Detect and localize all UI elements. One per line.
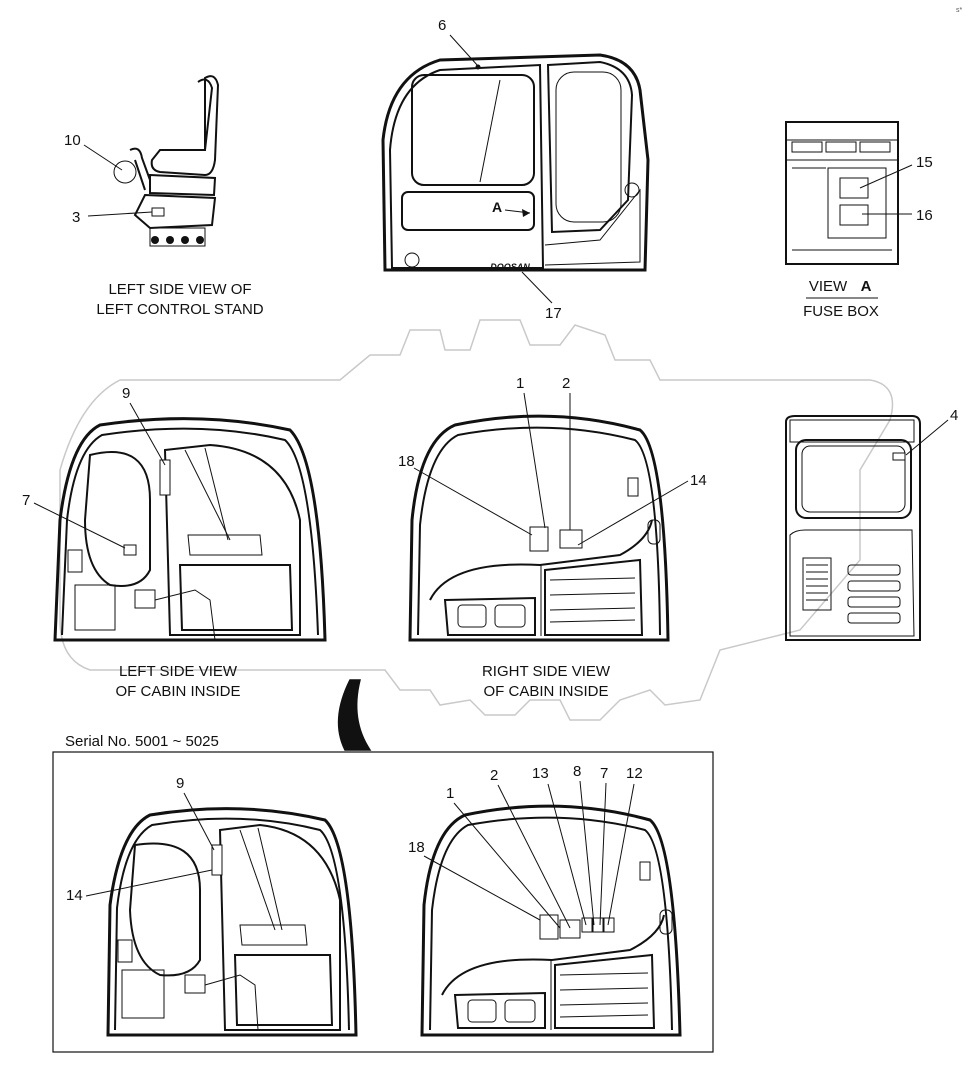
- corner-mark: s*: [956, 7, 963, 14]
- callout-4: 4: [905, 407, 958, 456]
- cabin-rear: [785, 415, 921, 641]
- caption-fuse-box: FUSE BOX: [803, 303, 879, 320]
- right-cabin-inside: [408, 414, 670, 642]
- callout-15: 15: [859, 154, 933, 189]
- view-a-label: A: [492, 199, 502, 215]
- serial-range-label: Serial No. 5001 ~ 5025: [65, 733, 219, 750]
- svg-text:7: 7: [22, 492, 30, 509]
- svg-text:16: 16: [916, 207, 933, 224]
- svg-text:7: 7: [600, 765, 608, 782]
- caption-left-control-stand-2: LEFT CONTROL STAND: [96, 301, 263, 318]
- svg-text:15: 15: [916, 154, 933, 171]
- svg-text:12: 12: [626, 765, 643, 782]
- caption-right-cabin-1: RIGHT SIDE VIEW: [482, 663, 611, 680]
- serial-callout-1: 1: [446, 785, 561, 929]
- caption-view: VIEW: [809, 278, 848, 295]
- serial-callout-18: 18: [408, 839, 541, 921]
- callout-16: 16: [862, 207, 933, 224]
- caption-left-cabin-2: OF CABIN INSIDE: [115, 683, 240, 700]
- svg-text:14: 14: [66, 887, 83, 904]
- callout-14: 14: [577, 472, 707, 546]
- serial-callout-14: 14: [66, 869, 213, 904]
- svg-text:13: 13: [532, 765, 549, 782]
- caption-left-control-stand-1: LEFT SIDE VIEW OF: [108, 281, 251, 298]
- svg-text:17: 17: [545, 305, 562, 322]
- callout-2: 2: [562, 375, 571, 530]
- svg-text:18: 18: [408, 839, 425, 856]
- serial-callout-12: 12: [607, 765, 643, 926]
- svg-text:9: 9: [122, 385, 130, 402]
- caption-right-cabin-2: OF CABIN INSIDE: [483, 683, 608, 700]
- serial-callout-8: 8: [573, 763, 595, 926]
- svg-text:14: 14: [690, 472, 707, 489]
- serial-right-cabin-inside: [420, 804, 682, 1037]
- svg-text:2: 2: [490, 767, 498, 784]
- svg-text:1: 1: [446, 785, 454, 802]
- svg-text:1: 1: [516, 375, 524, 392]
- svg-text:4: 4: [950, 407, 958, 424]
- svg-text:8: 8: [573, 763, 581, 780]
- svg-text:2: 2: [562, 375, 570, 392]
- seat-illustration: [113, 75, 220, 247]
- caption-left-cabin-1: LEFT SIDE VIEW: [119, 663, 238, 680]
- callout-3: 3: [72, 209, 153, 226]
- callout-6: 6: [438, 17, 479, 67]
- svg-text:3: 3: [72, 209, 80, 226]
- cabin-exterior: DOOSAN A: [381, 53, 650, 272]
- left-cabin-inside: [53, 417, 327, 642]
- callout-7: 7: [22, 492, 126, 549]
- svg-text:18: 18: [398, 453, 415, 470]
- serial-panel-frame: [52, 751, 714, 1053]
- svg-text:9: 9: [176, 775, 184, 792]
- serial-callout-7: 7: [599, 765, 608, 926]
- svg-text:10: 10: [64, 132, 81, 149]
- serial-callout-9: 9: [176, 775, 215, 851]
- callout-18: 18: [398, 453, 533, 536]
- brand-logo: DOOSAN: [490, 262, 530, 272]
- serial-left-cabin-inside: [106, 807, 358, 1037]
- svg-text:6: 6: [438, 17, 446, 34]
- serial-callout-2: 2: [490, 767, 571, 929]
- serial-callout-13: 13: [532, 765, 587, 926]
- callout-9: 9: [122, 385, 166, 466]
- callout-1: 1: [516, 375, 546, 529]
- caption-view-letter: A: [861, 278, 872, 295]
- watermark-gear: [59, 319, 894, 751]
- callout-17: 17: [521, 271, 562, 322]
- fuse-box-view: [785, 121, 899, 265]
- callout-10: 10: [64, 132, 123, 171]
